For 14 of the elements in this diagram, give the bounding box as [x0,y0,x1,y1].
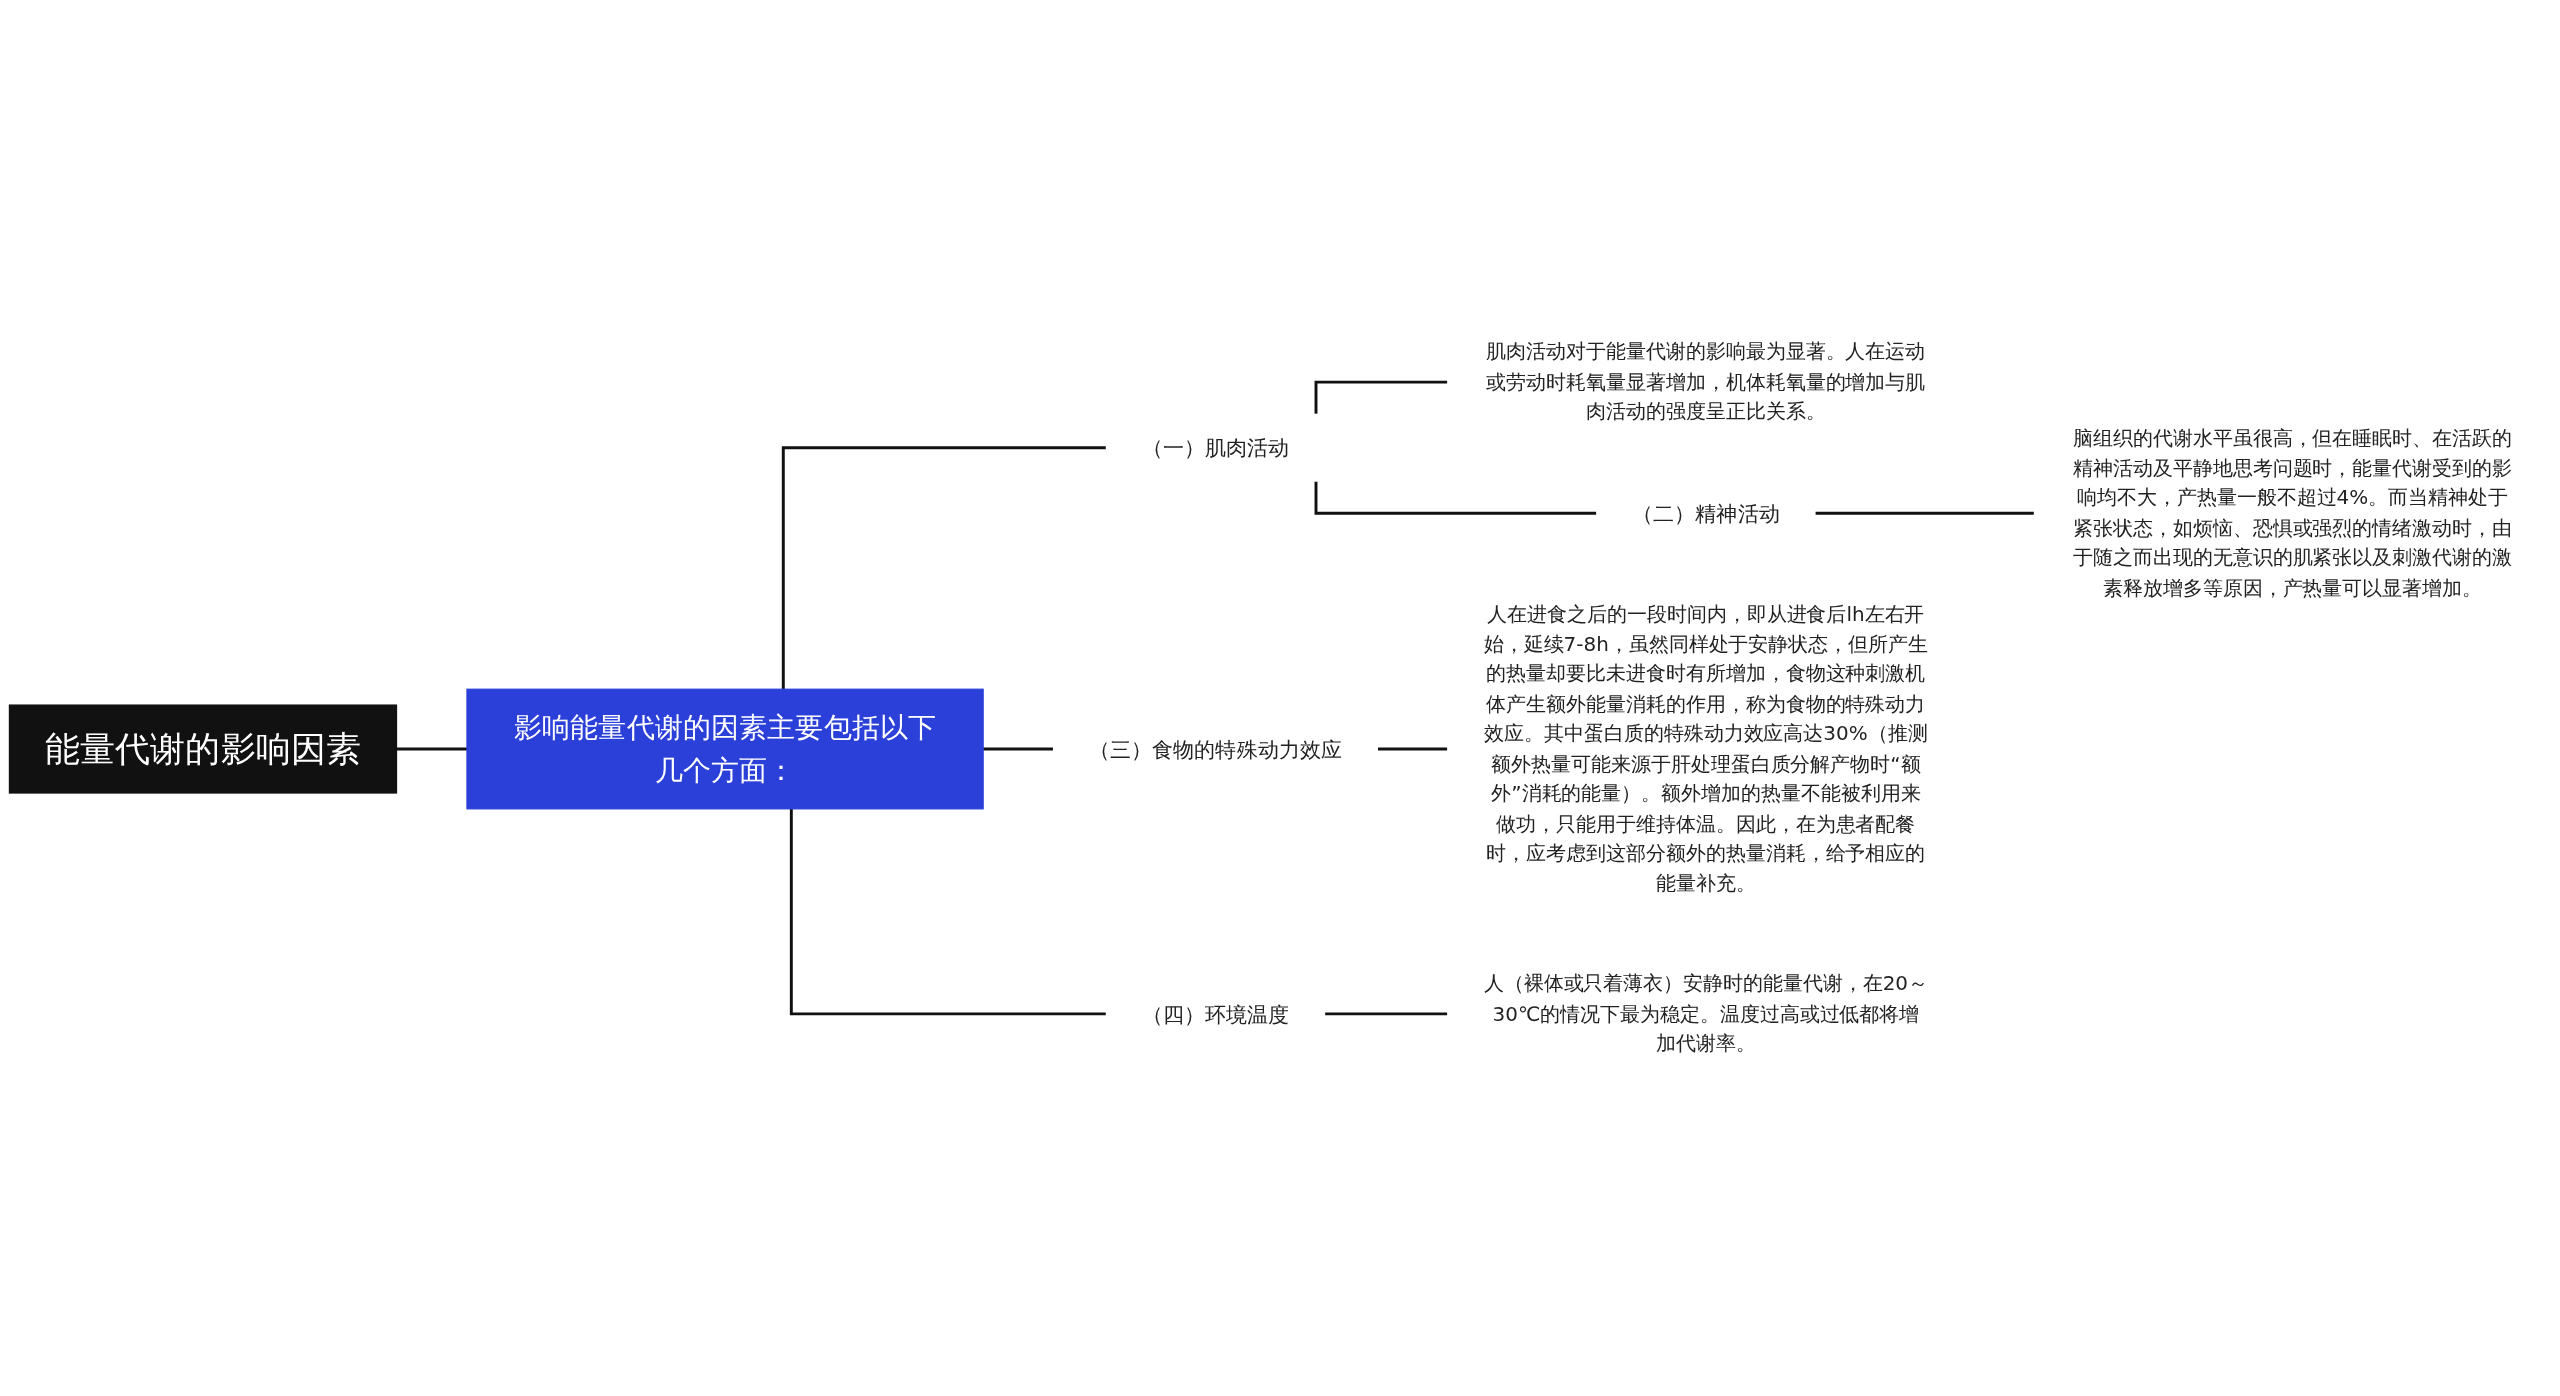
node-box: 能量代谢的影响因素 [8,704,398,794]
node-text: （二）精神活动 [1631,500,1780,526]
node-box: 影响能量代谢的因素主要包括以下几个方面： [466,688,984,810]
node-text: 人（裸体或只着薄衣）安静时的能量代谢，在20～30℃的情况下最为稳定。温度过高或过低都将增加代谢率。 [1483,971,1928,1055]
connector [781,446,1107,690]
node-text: 脑组织的代谢水平虽很高，但在睡眠时、在活跃的精神活动及平静地思考问题时，能量代谢受到的影响均不大，产热量一般不超过4%。而当精神处于紧张状态，如烦恼、恐惧或强烈的情绪激动时，由于随之而出现的无意识的肌紧张以及刺激代谢的激素释放增多等原因，产热量可以显著增加。 [2073,425,2512,599]
node-text: （四）环境温度 [1141,1001,1290,1027]
connector [1314,380,1448,415]
connector [1314,481,1597,515]
node-text: 人在进食之后的一段时间内，即从进食后lh左右开始，延续7-8h，虽然同样处于安静状态，但所产生的热量却要比未进食时有所增加，食物这种刺激机体产生额外能量消耗的作用，称为食物的特殊动力效应。其中蛋白质的特殊动力效应高达30%（推测额外热量可能来源于肝处理蛋白质分解产物时“额外”消耗的能量）。额外增加的热量不能被利用来做功，只能用于维持体温。因此，在为患者配餐时，应考虑到这部分额外的热量消耗，给予相应的能量补充。 [1483,601,1928,895]
connector [789,808,1107,1016]
node-text: 肌肉活动对于能量代谢的影响最为显著。人在运动或劳动时耗氧量显著增加，机体耗氧量的增加与肌肉活动的强度呈正比关系。 [1486,339,1926,423]
node-text: （一）肌肉活动 [1141,435,1290,460]
node-text: （三）食物的特殊动力效应 [1088,736,1343,762]
